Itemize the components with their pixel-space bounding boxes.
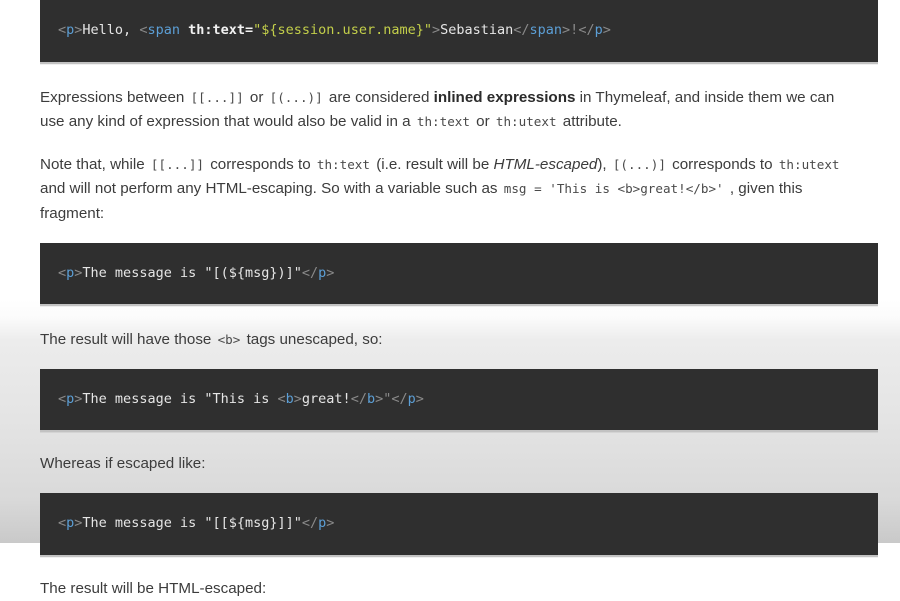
spacer: [0, 477, 900, 493]
text-run: attribute.: [558, 113, 622, 131]
code-token-str: "${session.user.name}": [253, 22, 432, 38]
code-token-punct: >: [74, 515, 83, 532]
code-token-punct: </: [301, 515, 319, 532]
paragraph-result-escaped: The result will be HTML-escaped:: [0, 577, 900, 601]
code-token-punct: <: [58, 22, 67, 38]
inline-code: th:utext: [495, 114, 557, 130]
code-token-punct: >: [326, 264, 335, 281]
text-run: in Thymeleaf, and inside them we can use…: [40, 88, 835, 131]
code-token-punct: >: [74, 22, 83, 38]
code-token-text: [180, 22, 188, 38]
code-token-tag: p: [66, 390, 75, 407]
code-token-punct: <: [139, 22, 148, 38]
inline-code: th:text: [316, 156, 370, 172]
code-token-punct: >: [415, 390, 424, 407]
text-run: Whereas if escaped like:: [40, 455, 206, 473]
code-token-punct: <: [58, 390, 67, 407]
inline-code: [(...)]: [269, 89, 323, 105]
code-token-punct: >: [74, 390, 83, 407]
bold-text: inlined expressions: [433, 88, 576, 106]
text-run: , given this fragment:: [40, 180, 803, 223]
text-run: Expressions between: [40, 88, 189, 106]
code-token-tag: p: [66, 22, 75, 38]
code-token-punct: >!: [562, 22, 579, 38]
italic-text: HTML-escaped: [493, 155, 598, 173]
text-run: or: [245, 88, 268, 106]
code-token-punct: <: [58, 515, 67, 532]
code-token-tag: span: [147, 22, 180, 38]
code-token-tag: b: [285, 390, 294, 407]
code-token-punct: </: [578, 22, 595, 38]
code-token-tag: p: [318, 264, 327, 281]
inline-code: msg = 'This is <b>great!</b>': [503, 181, 724, 197]
code-token-tag: p: [318, 515, 327, 532]
code-token-tag: p: [407, 390, 416, 407]
code-block-inlined-expression-example: <p>Hello, <span th:text="${session.user.…: [40, 0, 878, 64]
code-token-punct: <: [58, 264, 67, 281]
code-token-text: The message is "[[${msg}]]": [82, 515, 302, 532]
code-token-text: The message is "[(${msg})]": [82, 264, 302, 281]
text-run: or: [471, 113, 494, 131]
text-run: Note that, while: [40, 155, 149, 173]
code-token-punct: >: [602, 22, 611, 38]
text-run: ),: [597, 155, 611, 173]
code-token-punct: </: [513, 22, 530, 38]
text-run: and will not perform any HTML-escaping. …: [40, 180, 502, 198]
spacer: [0, 432, 900, 452]
code-token-punct: >": [375, 390, 392, 407]
text-run: The result will be HTML-escaped:: [40, 579, 267, 597]
paragraph-inlined-expressions: Expressions between [[...]] or [(...)] a…: [0, 86, 900, 135]
inline-code: [[...]]: [190, 89, 244, 105]
spacer: [0, 557, 900, 577]
spacer: [0, 227, 900, 243]
code-token-text: Sebastian: [440, 22, 514, 38]
inline-code: th:text: [416, 114, 470, 130]
code-token-punct: >: [326, 515, 335, 532]
spacer: [0, 64, 900, 86]
inline-code: th:utext: [778, 156, 840, 172]
code-token-tag: span: [529, 22, 563, 38]
paragraph-escaping-note: Note that, while [[...]] corresponds to …: [0, 153, 900, 227]
code-token-tag: p: [594, 22, 603, 38]
text-run: tags unescaped, so:: [242, 331, 383, 349]
code-token-tag: p: [66, 264, 75, 281]
text-run: (i.e. result will be: [371, 155, 494, 173]
spacer: [0, 135, 900, 153]
text-run: corresponds to: [667, 155, 777, 173]
code-token-punct: <: [277, 390, 286, 407]
code-token-punct: >: [74, 264, 83, 281]
code-token-punct: >: [431, 22, 441, 38]
inline-code: [[...]]: [150, 156, 204, 172]
paragraph-whereas-escaped: Whereas if escaped like:: [0, 452, 900, 477]
code-block-escaped-fragment: <p>The message is "[[${msg}]]"</p>: [40, 493, 878, 557]
spacer: [0, 353, 900, 369]
code-token-attr: th:text=: [188, 22, 254, 38]
spacer: [0, 306, 900, 328]
code-token-text: The message is "This is: [82, 390, 278, 407]
code-token-tag: b: [366, 390, 376, 407]
inline-code: <b>: [217, 332, 241, 348]
paragraph-result-unescaped: The result will have those <b> tags unes…: [0, 328, 900, 353]
code-block-unescaped-fragment: <p>The message is "[(${msg})]"</p>: [40, 242, 878, 307]
text-run: The result will have those: [40, 331, 216, 349]
inline-code: [(...)]: [612, 156, 666, 172]
code-token-text: Hello,: [82, 22, 140, 38]
text-run: are considered: [324, 88, 434, 106]
code-block-unescaped-result: <p>The message is "This is <b>great!</b>…: [40, 368, 878, 433]
code-token-punct: >: [293, 390, 302, 407]
code-token-punct: </: [301, 264, 319, 281]
code-token-punct: </: [350, 390, 367, 407]
code-token-punct: </: [391, 390, 408, 407]
code-token-tag: p: [66, 515, 75, 532]
text-run: corresponds to: [205, 155, 315, 173]
code-token-text: great!: [301, 390, 351, 407]
